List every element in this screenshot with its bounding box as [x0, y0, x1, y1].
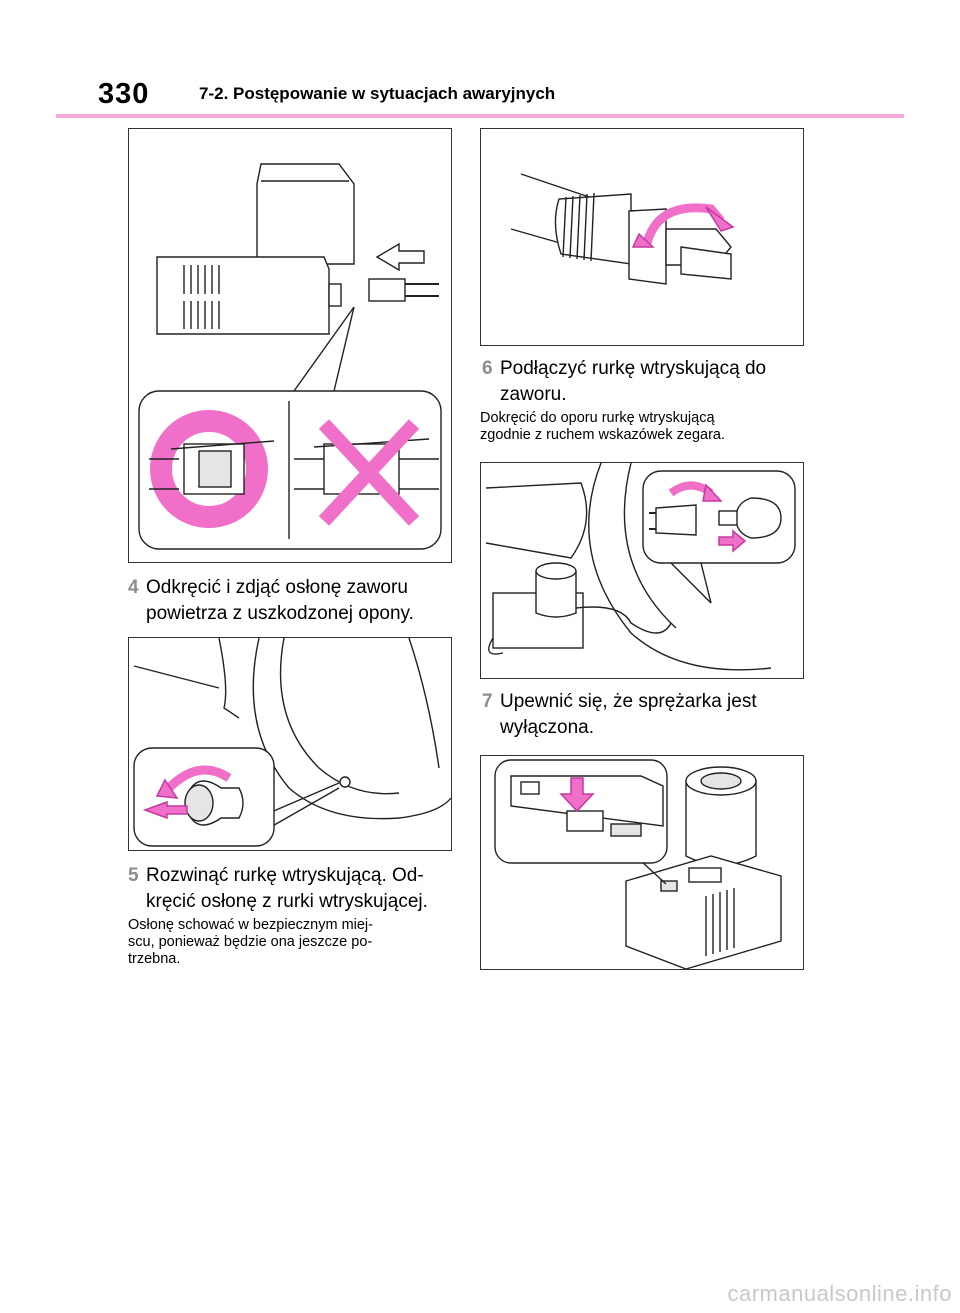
step-7-number: 7	[482, 691, 493, 712]
step-6-line1: Podłączyć rurkę wtryskującą do	[500, 358, 767, 379]
step-4: 4 Odkręcić i zdjąć osłonę zaworu powietr…	[128, 575, 414, 627]
compressor-switch-off-illustration	[494, 759, 782, 969]
figure-hose-to-valve	[480, 462, 804, 679]
step-5-note-line1: Osłonę schować w bezpiecznym miej-	[128, 917, 373, 933]
valve-cap-removal-illustration	[133, 638, 451, 847]
figure-compressor-switch	[480, 755, 804, 970]
hose-to-valve-connection-illustration	[485, 463, 796, 671]
compressor-hose-connection-illustration	[138, 163, 442, 550]
step-4-line2: powietrza z uszkodzonej opony.	[146, 603, 414, 624]
step-6-line2: zaworu.	[500, 384, 567, 405]
step-6-note: Dokręcić do oporu rurkę wtryskującą zgod…	[480, 410, 725, 444]
page-number: 330	[98, 78, 150, 110]
figure-valve-cap	[128, 637, 452, 851]
step-5-note-line2: scu, ponieważ będzie ona jeszcze po-	[128, 934, 373, 950]
step-5: 5 Rozwinąć rurkę wtryskującą. Od- kręcić…	[128, 863, 428, 915]
watermark: carmanualsonline.info	[727, 1281, 952, 1306]
step-7-line2: wyłączona.	[500, 717, 594, 738]
step-5-line2: kręcić osłonę z rurki wtryskującej.	[146, 891, 428, 912]
step-6-note-line2: zgodnie z ruchem wskazówek zegara.	[480, 427, 726, 443]
step-5-line1: Rozwinąć rurkę wtryskującą. Od-	[146, 865, 424, 886]
step-7-line1: Upewnić się, że sprężarka jest	[500, 691, 757, 712]
header-rule	[56, 114, 904, 118]
step-4-number: 4	[128, 577, 139, 598]
figure-hose-cap	[480, 128, 804, 346]
step-5-number: 5	[128, 865, 139, 886]
step-5-note: Osłonę schować w bezpiecznym miej- scu, …	[128, 917, 373, 968]
section-title: 7-2. Postępowanie w sytuacjach awaryjnyc…	[199, 84, 556, 103]
step-6-number: 6	[482, 358, 493, 379]
hose-cap-removal-illustration	[510, 173, 735, 285]
figure-compressor-connection	[128, 128, 452, 563]
step-6: 6 Podłączyć rurkę wtryskującą do zaworu.	[482, 356, 767, 408]
step-7: 7 Upewnić się, że sprężarka jest wyłączo…	[482, 689, 757, 741]
step-4-line1: Odkręcić i zdjąć osłonę zaworu	[146, 577, 408, 598]
step-6-note-line1: Dokręcić do oporu rurkę wtryskującą	[480, 410, 715, 426]
step-5-note-line3: trzebna.	[128, 951, 181, 967]
